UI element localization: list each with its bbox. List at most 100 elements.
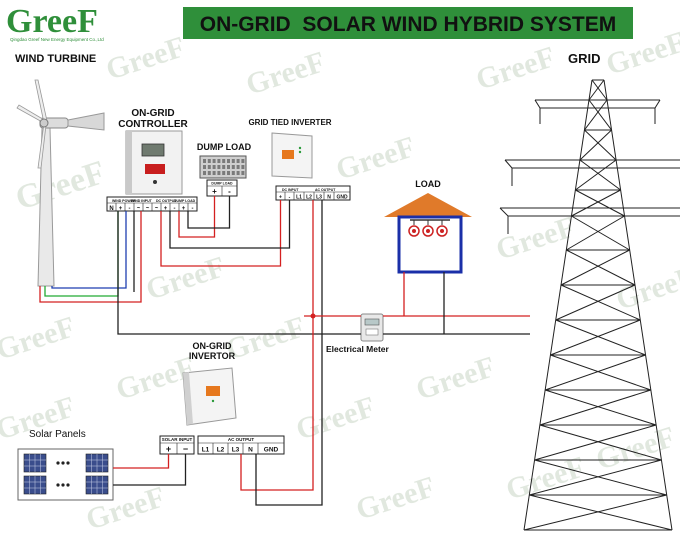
logo-subtitle: Qingdao Greef New Energy Equipment Co.,L… [10, 37, 104, 42]
load-label: LOAD [415, 179, 441, 189]
grid-inverter-pin: L3 [316, 195, 322, 201]
svg-text:GreeF: GreeF [292, 390, 379, 446]
ellipsis-dot [61, 483, 65, 487]
controller-pin: + [182, 206, 186, 212]
svg-text:GreeF: GreeF [352, 470, 439, 526]
solar-panels-icon [17, 448, 114, 501]
grid-inverter-pin: GND [336, 195, 348, 201]
controller-label-line1: ON-GRID [131, 108, 174, 119]
solar-panel-icon [85, 475, 109, 495]
invertor-ac-output-label: AC OUTPUT [228, 437, 254, 442]
svg-text:GreeF: GreeF [492, 210, 579, 266]
grid-inverter-device [271, 132, 313, 179]
grid-inverter-pin: - [289, 195, 291, 201]
wind-input-terminal-label: WIND INPUT [131, 199, 153, 203]
logo-text: GreeF [6, 3, 98, 40]
ellipsis-dot [66, 461, 70, 465]
controller-pin: + [164, 206, 168, 212]
grid-inverter-label: GRID TIED INVERTER [248, 118, 331, 127]
invertor-display [206, 386, 220, 396]
svg-text:GreeF: GreeF [11, 154, 110, 218]
controller-terminal-pins: N+-~~~+-+- [109, 203, 194, 212]
svg-text:GreeF: GreeF [332, 130, 419, 186]
controller-pin: + [119, 206, 123, 212]
controller-pin: ~ [137, 206, 141, 212]
wind-power-terminal-label: WIND POWER [112, 199, 136, 203]
ellipsis-dot [66, 483, 70, 487]
invertor-ac-pin: L3 [232, 447, 240, 454]
wiring [39, 196, 530, 506]
invertor-label-line2: INVERTOR [189, 351, 236, 361]
invertor-ac-pin: L1 [202, 447, 210, 454]
solar-panel-icon [23, 453, 47, 473]
grid-inverter-pin: + [279, 195, 282, 201]
wire-dc-minus [169, 200, 291, 249]
wire-dump-minus [187, 196, 231, 229]
ellipsis-dot [56, 483, 60, 487]
svg-text:GreeF: GreeF [0, 310, 79, 366]
solar-panel-icon [23, 475, 47, 495]
load-house-icon [384, 193, 472, 274]
transmission-tower-icon [499, 79, 680, 531]
invertor-ac-pins: L1 L2 L3 N GND [202, 443, 279, 454]
dump-pin-plus: + [212, 187, 217, 196]
invertor-pin-plus: + [166, 444, 171, 454]
logo: GreeF Qingdao Greef New Energy Equipment… [6, 3, 104, 42]
grid-inverter-terminal-strip: DC INPUT AC OUTPUT + -L1 L2 L3 N GND [275, 185, 351, 201]
wire-solar-minus [113, 454, 187, 486]
svg-text:GreeF: GreeF [472, 40, 559, 96]
invertor-ac-pin: N [248, 447, 253, 454]
wire-invertor-n [255, 334, 323, 506]
dump-load-label: DUMP LOAD [197, 142, 252, 152]
controller-device [125, 130, 183, 195]
wire-grid-neutral [117, 211, 361, 335]
svg-text:GreeF: GreeF [242, 45, 329, 101]
junction-dot [310, 313, 316, 319]
grid-inverter-pin: L1 [296, 195, 302, 201]
page-title: ON-GRID SOLAR WIND HYBRID SYSTEM [200, 13, 617, 36]
wire-dump-plus [178, 196, 216, 238]
controller-pin: - [174, 206, 176, 212]
wind-turbine-label: WIND TURBINE [15, 53, 96, 65]
invertor-ac-pin: L2 [217, 447, 225, 454]
title-background [183, 7, 633, 39]
wire-wind-phase-1 [44, 211, 119, 297]
dc-output-terminal-label: DC OUTPUT [156, 199, 177, 203]
invertor-ac-pin: GND [264, 447, 279, 454]
controller-display [141, 143, 165, 157]
wind-turbine-icon [16, 79, 105, 287]
dump-pin-minus: - [228, 187, 231, 196]
controller-terminal-strip: WIND POWER WIND INPUT DC OUTPUT DUMP LOA… [106, 196, 198, 212]
electrical-meter-icon [360, 313, 384, 342]
svg-text:GreeF: GreeF [592, 420, 679, 476]
dump-load-strip-label: DUMP LOAD [211, 182, 233, 186]
grid-inverter-display [282, 150, 294, 159]
controller-pin: - [192, 206, 194, 212]
svg-text:GreeF: GreeF [412, 350, 499, 406]
grid-inverter-pin: N [327, 195, 331, 201]
invertor-terminal-strip: SOLAR INPUT + − AC OUTPUT L1 L2 L3 N GND [159, 435, 285, 455]
controller-pin: N [109, 206, 113, 212]
invertor-pin-minus: − [183, 444, 188, 454]
svg-text:GreeF: GreeF [142, 250, 229, 306]
wire-wind-phase-3 [39, 211, 142, 303]
svg-text:GreeF: GreeF [502, 450, 589, 506]
grid-inverter-dc-input-label: DC INPUT [282, 188, 299, 192]
controller-red-panel [145, 164, 165, 174]
light-bulb-icon [436, 220, 448, 237]
wire-wind-phase-2 [51, 211, 127, 289]
grid-inverter-ac-output-label: AC OUTPUT [315, 188, 336, 192]
grid-inverter-pin: L2 [306, 195, 312, 201]
controller-label-line2: CONTROLLER [118, 119, 188, 130]
solar-panels-label: Solar Panels [29, 429, 86, 440]
light-bulb-icon [408, 220, 420, 237]
invertor-solar-input-label: SOLAR INPUT [162, 437, 193, 442]
wire-invertor-l1 [240, 316, 314, 491]
svg-text:GreeF: GreeF [612, 260, 680, 316]
wire-dc-plus [160, 200, 282, 267]
controller-pin: ~ [155, 206, 159, 212]
invertor-label-line1: ON-GRID [193, 341, 232, 351]
solar-panel-icon [85, 453, 109, 473]
title-bar: ON-GRID SOLAR WIND HYBRID SYSTEM [183, 7, 633, 39]
